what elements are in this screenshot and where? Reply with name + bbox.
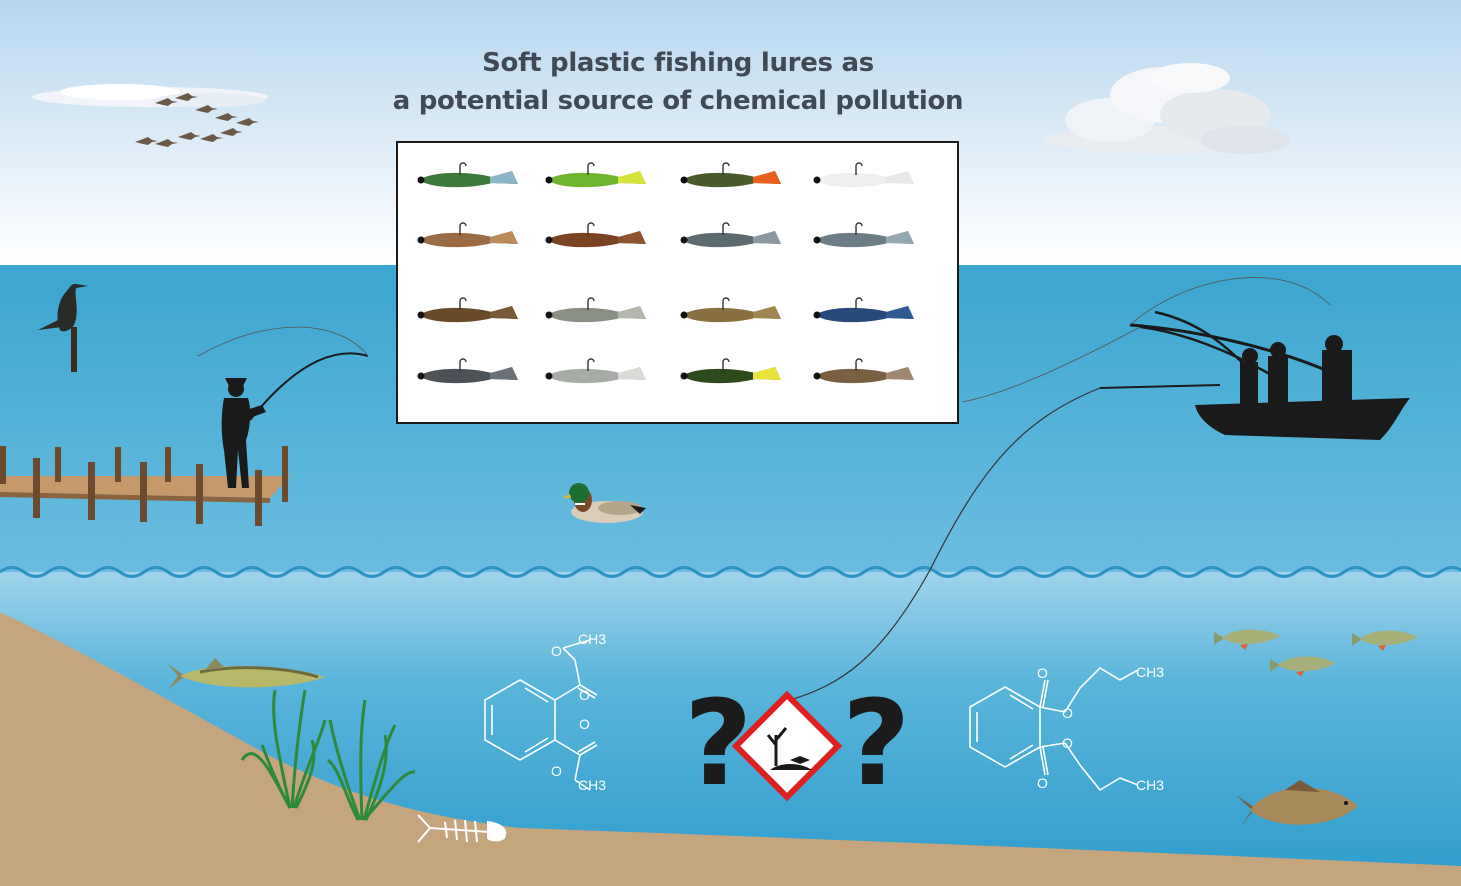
environmental-hazard-icon bbox=[731, 690, 843, 802]
lure-grid bbox=[417, 162, 914, 384]
chem-left-label-1: CH3 bbox=[578, 631, 606, 647]
mallard-duck-icon bbox=[562, 483, 646, 523]
creature-bait-lure-icon bbox=[545, 222, 646, 248]
brown-paddle-tail-lure-icon bbox=[417, 297, 518, 323]
silver-shad-lure-icon bbox=[545, 297, 646, 323]
carp-fish-icon bbox=[1236, 780, 1358, 828]
lure-panel bbox=[396, 141, 959, 424]
chem-left-label-3: O bbox=[579, 716, 590, 732]
worm-lure-icon bbox=[417, 222, 518, 248]
fish-skeleton-icon bbox=[417, 814, 507, 843]
green-shad-lure-icon bbox=[417, 162, 518, 188]
chem-right-label-4: O bbox=[1037, 775, 1048, 791]
title-line-2: a potential source of chemical pollution bbox=[392, 86, 964, 116]
wave-line bbox=[0, 566, 1461, 578]
boat-line-top bbox=[1129, 277, 1331, 326]
crayfish-lure-icon bbox=[680, 297, 781, 323]
chem-right-label-0: O bbox=[1037, 665, 1048, 681]
dark-shad-lure-icon bbox=[417, 358, 518, 384]
chem-left-label-2: O bbox=[579, 687, 590, 703]
cloud-left-icon bbox=[32, 84, 268, 107]
white-shad-lure-icon bbox=[813, 162, 914, 188]
chem-left-label-5: CH3 bbox=[578, 777, 606, 793]
fishing-boat-icon bbox=[1099, 310, 1410, 440]
chem-right-label-3: O bbox=[1062, 735, 1073, 751]
chem-right-label-1: O bbox=[1062, 705, 1073, 721]
minnow-lure-icon bbox=[813, 358, 914, 384]
cormorant-icon bbox=[38, 283, 88, 372]
wooden-pier-icon bbox=[0, 446, 290, 526]
dibutyl-phthalate-structure-icon bbox=[969, 666, 1139, 792]
pearl-shad-lure-icon bbox=[545, 358, 646, 384]
boat-line-left bbox=[961, 326, 1141, 403]
chem-left-label-0: O bbox=[551, 643, 562, 659]
page-title: Soft plastic fishing lures as a potentia… bbox=[0, 44, 1356, 120]
baitfish-shad-lure-icon bbox=[813, 222, 914, 248]
question-mark-left: ? bbox=[684, 674, 753, 812]
yellow-shad-lure-icon bbox=[680, 358, 781, 384]
pike-fish-icon bbox=[168, 658, 325, 690]
chem-right-label-5: CH3 bbox=[1136, 777, 1164, 793]
fishing-line bbox=[789, 387, 1101, 701]
grey-shad-lure-icon bbox=[680, 222, 781, 248]
question-mark-right: ? bbox=[842, 674, 911, 812]
geese-flock-icon bbox=[135, 93, 259, 147]
chartreuse-shad-lure-icon bbox=[545, 162, 646, 188]
title-line-1: Soft plastic fishing lures as bbox=[482, 48, 874, 78]
trout-fish-icon bbox=[1214, 629, 1418, 677]
dimethyl-phthalate-structure-icon bbox=[484, 639, 598, 791]
chem-right-label-2: CH3 bbox=[1136, 664, 1164, 680]
blue-shad-lure-icon bbox=[813, 297, 914, 323]
firetiger-shad-lure-icon bbox=[680, 162, 781, 188]
waterweed-icon bbox=[240, 689, 416, 821]
cloud-right-icon bbox=[1045, 63, 1290, 154]
shore-angler-icon bbox=[197, 326, 369, 488]
chem-left-label-4: O bbox=[551, 763, 562, 779]
